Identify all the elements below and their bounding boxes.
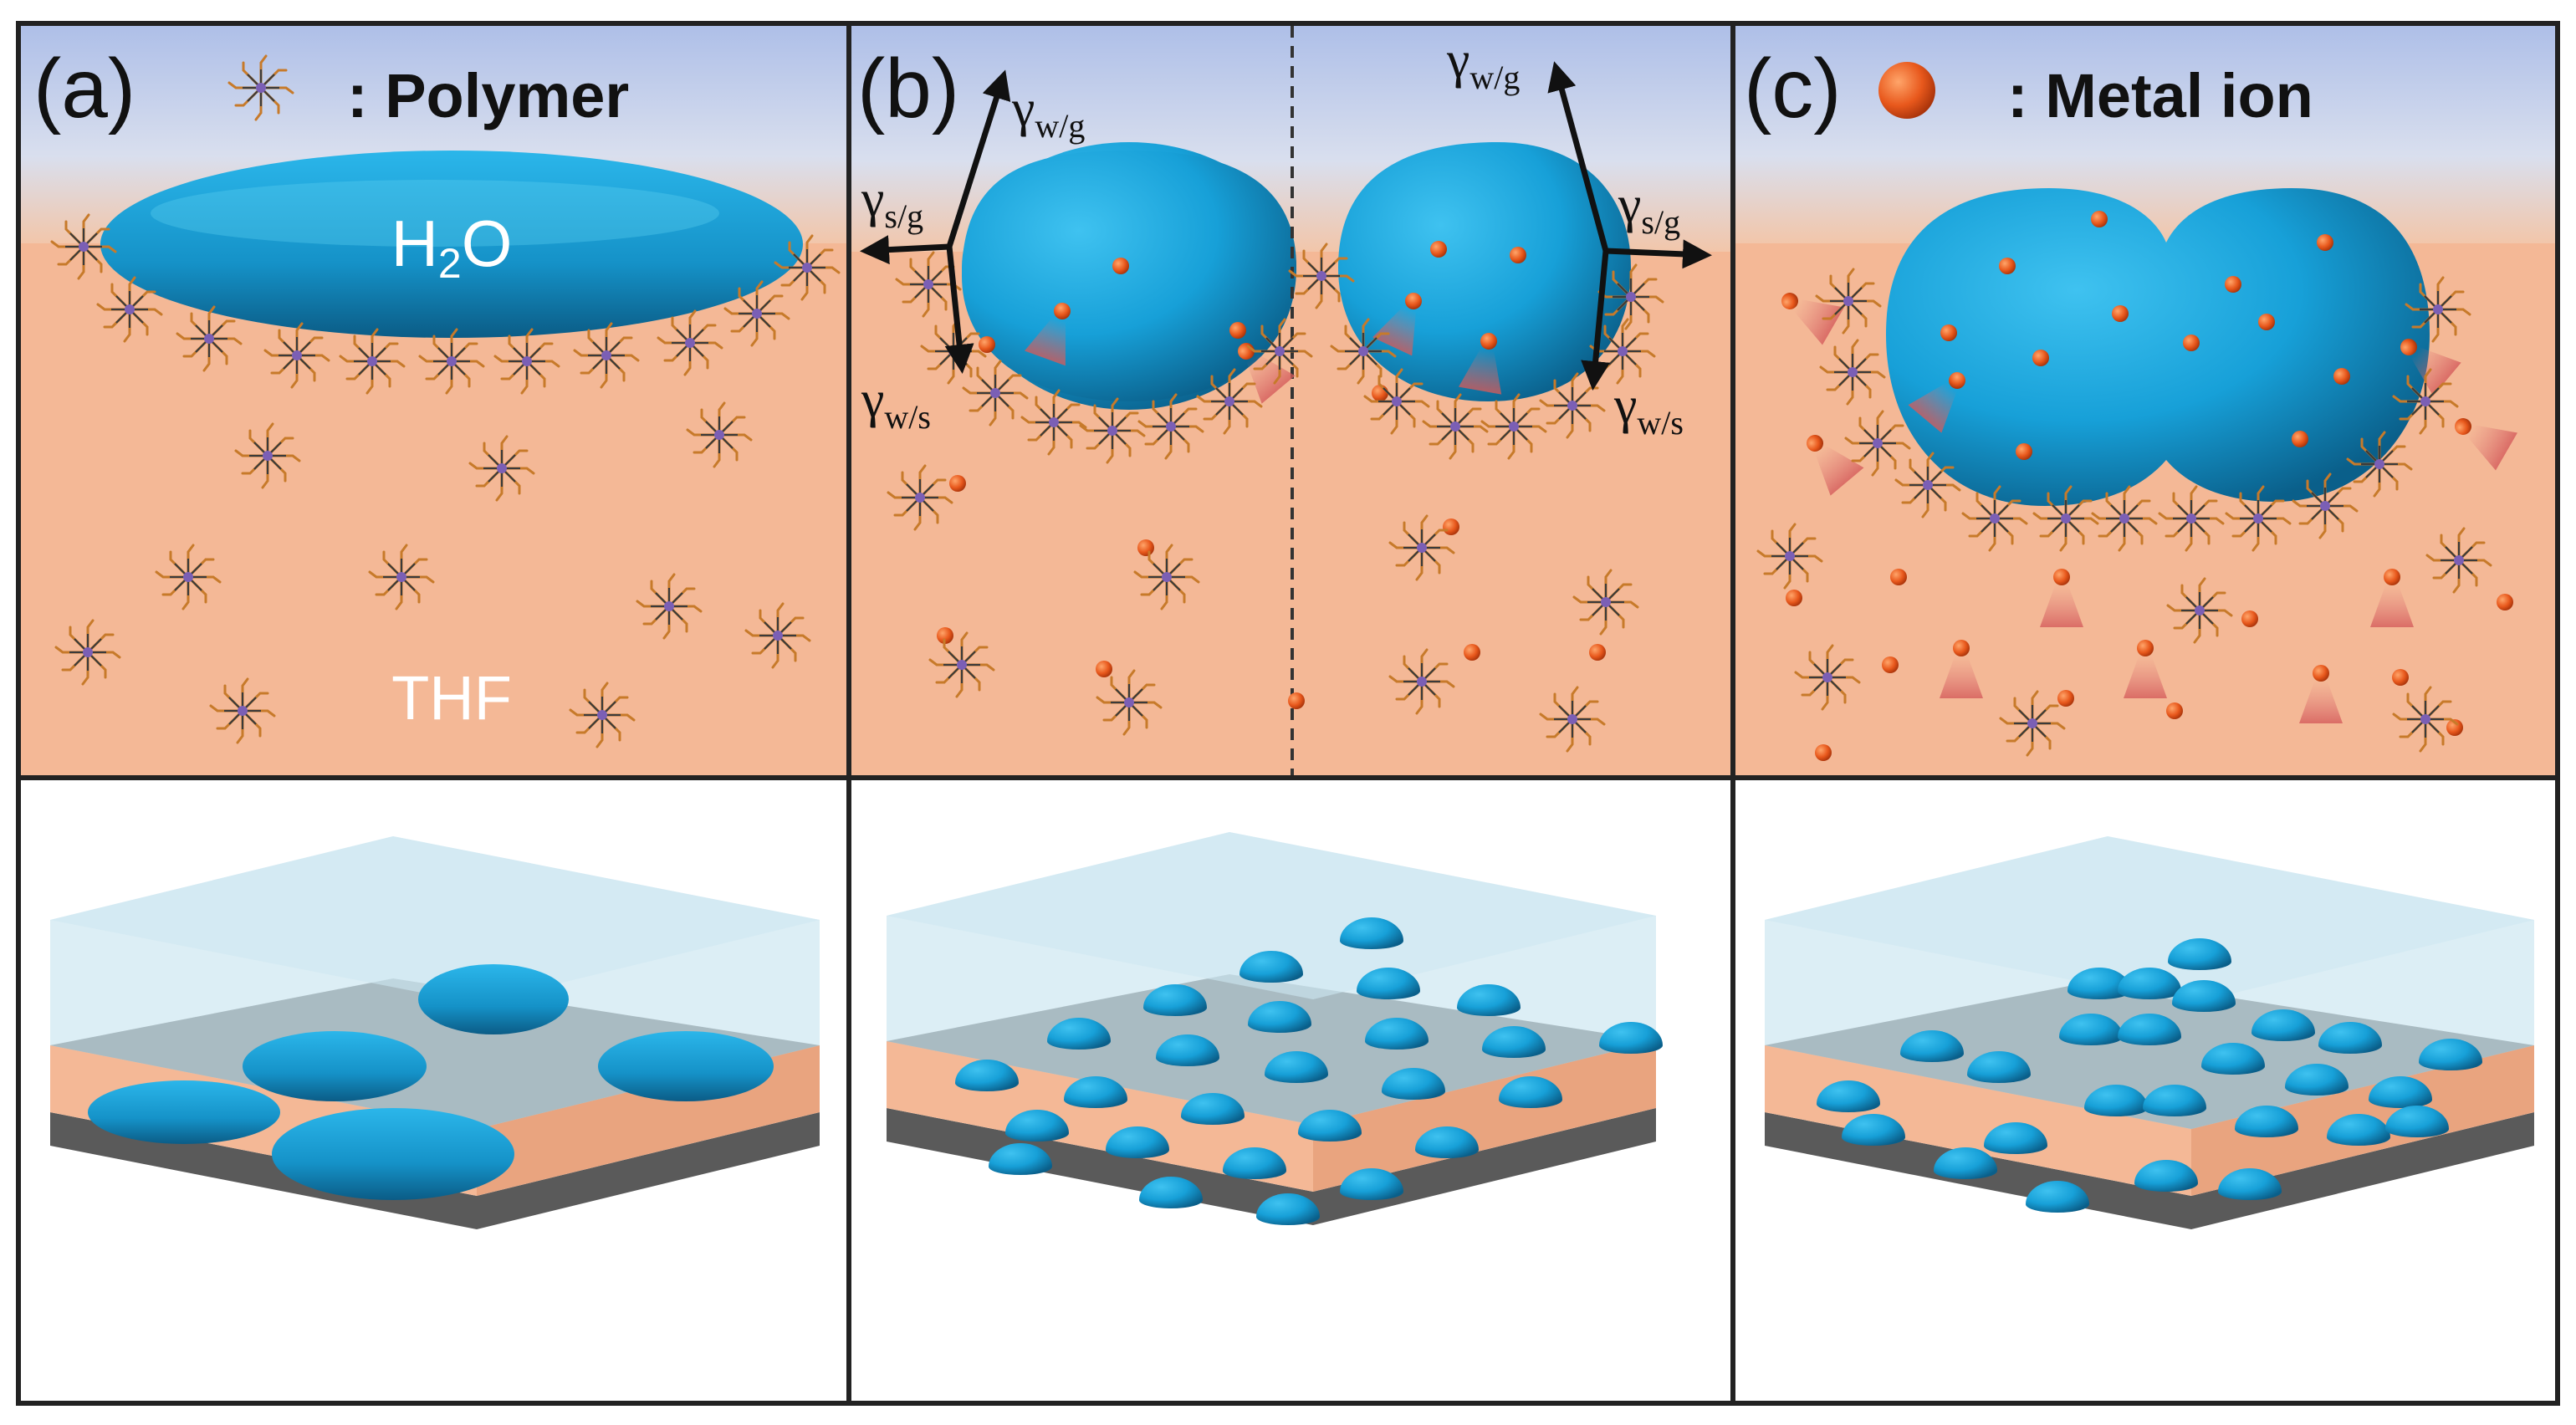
water-droplet-b1 xyxy=(962,151,1296,401)
gamma-ws-right: γw/s xyxy=(1613,377,1684,442)
panel-label-a: (a) xyxy=(33,42,135,135)
arrow-icon xyxy=(860,61,1712,391)
water-droplet-c xyxy=(1886,188,2430,506)
panel-c-top: (c) : Metal ion xyxy=(1735,26,2555,777)
substrate-block-a xyxy=(50,836,820,1229)
solvent-label: THF xyxy=(391,663,512,733)
panel-label-b: (b) xyxy=(857,42,959,135)
water-label: H2O xyxy=(391,207,513,287)
panel-a-top: H2O THF (a) : Polymer xyxy=(21,26,847,777)
gamma-wg-right: γw/g xyxy=(1446,32,1520,96)
panel-dividers xyxy=(18,23,2558,1403)
gamma-sg-right: γs/g xyxy=(1618,176,1680,241)
water-droplet-a xyxy=(100,151,803,338)
gamma-ws-left: γw/s xyxy=(861,371,931,436)
legend-metal-ion: : Metal ion xyxy=(2007,61,2313,130)
gamma-sg-left: γs/g xyxy=(861,171,923,235)
gamma-wg-left: γw/g xyxy=(1011,80,1085,145)
panel-b-top: γw/g γs/g γw/s γw/g γs/g γw/s (b) xyxy=(851,26,1731,777)
legend-polymer: : Polymer xyxy=(347,61,629,130)
metal-ion-icon xyxy=(1878,62,1935,119)
panel-label-c: (c) xyxy=(1744,42,1842,135)
